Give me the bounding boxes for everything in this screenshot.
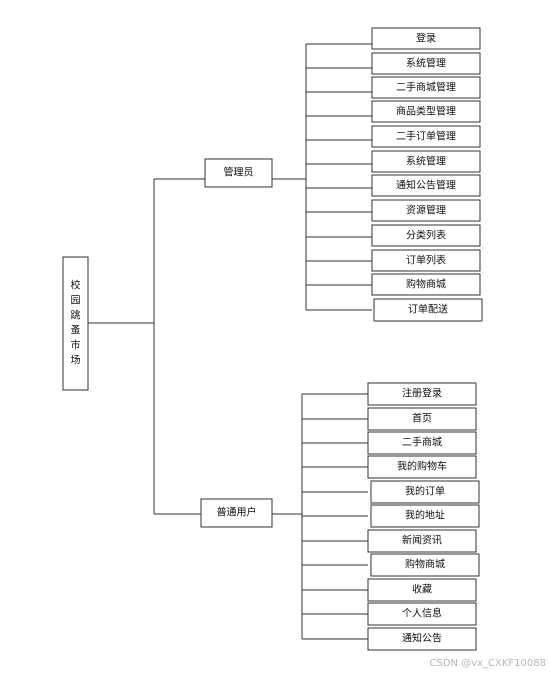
root-node-label: 校园跳蚤市场 [71,278,81,366]
root-label-char: 校 [71,278,81,291]
admin-child-node: 通知公告管理 [371,174,481,197]
user-child-label: 我的购物车 [397,460,447,473]
admin-node-box [204,158,273,188]
admin-child-box [371,27,481,50]
admin-child-node: 二手订单管理 [371,125,481,148]
admin-child-node: 订单列表 [371,249,481,272]
user-child-box [367,407,477,431]
user-children: 注册登录 首页 二手商城 我的购物车 我的订单 我的地址 新闻资讯 购物商城 [367,382,480,651]
admin-child-label: 二手订单管理 [396,130,456,143]
user-child-node: 我的订单 [370,480,480,504]
admin-child-box [371,125,481,148]
root-label-char: 跳 [71,308,81,321]
admin-child-label: 购物商城 [406,278,446,291]
user-child-box [367,578,477,602]
user-child-box [367,382,477,406]
user-child-label: 二手商城 [402,436,442,449]
admin-child-box [371,199,481,222]
root-label-char: 场 [71,353,81,366]
user-child-box [370,553,480,577]
user-child-label: 通知公告 [402,632,442,645]
admin-child-box [371,52,481,75]
root-label-char: 园 [71,294,81,306]
user-child-node: 首页 [367,407,477,431]
user-child-label: 个人信息 [402,607,442,620]
admin-child-box [371,249,481,272]
admin-node: 管理员 [204,158,273,188]
root-label-char: 蚤 [71,324,81,336]
admin-child-label: 分类列表 [406,229,446,242]
user-child-box [367,602,477,626]
user-child-label: 我的地址 [405,509,445,522]
admin-child-box [371,150,481,173]
user-child-label: 我的订单 [405,485,445,498]
root-label-char: 市 [71,338,81,351]
root-node-box [62,256,89,391]
admin-child-label: 订单列表 [406,254,446,267]
admin-child-box [371,273,481,296]
user-child-label: 首页 [412,412,432,425]
user-child-box [367,627,477,651]
user-child-box [370,504,480,528]
user-child-node: 新闻资讯 [367,529,477,553]
user-child-label: 注册登录 [402,387,442,400]
admin-child-node: 系统管理 [371,150,481,173]
admin-child-node: 二手商城管理 [371,76,481,99]
watermark: CSDN @vx_CXKF10088 [429,658,546,669]
admin-child-label: 登录 [416,32,436,45]
user-child-node: 购物商城 [370,553,480,577]
admin-child-node: 购物商城 [371,273,481,296]
admin-child-label: 商品类型管理 [396,105,456,118]
admin-child-node: 登录 [371,27,481,50]
admin-child-box [373,298,483,322]
user-child-node: 注册登录 [367,382,477,406]
admin-child-box [371,76,481,99]
admin-child-label: 系统管理 [406,155,446,168]
admin-child-label: 订单配送 [408,303,448,316]
user-child-label: 购物商城 [405,558,445,571]
admin-children: 登录 系统管理 二手商城管理 商品类型管理 二手订单管理 系统管理 通知公告管理 [371,27,483,322]
user-child-node: 个人信息 [367,602,477,626]
user-node-box [200,498,273,528]
user-node-label: 普通用户 [217,506,257,519]
user-child-box [367,431,477,455]
admin-child-label: 资源管理 [406,204,446,217]
admin-child-label: 二手商城管理 [396,81,456,94]
user-child-node: 二手商城 [367,431,477,455]
admin-child-label: 系统管理 [406,57,446,70]
admin-child-label: 通知公告管理 [396,179,456,192]
user-node: 普通用户 [200,498,273,528]
user-child-node: 我的购物车 [367,455,477,479]
user-child-box [367,529,477,553]
user-child-node: 收藏 [367,578,477,602]
admin-child-box [371,100,481,123]
admin-child-node: 系统管理 [371,52,481,75]
user-child-node: 通知公告 [367,627,477,651]
user-child-label: 收藏 [412,583,432,596]
admin-child-node: 商品类型管理 [371,100,481,123]
root-node: 校园跳蚤市场 [62,256,89,391]
admin-child-node: 资源管理 [371,199,481,222]
user-child-label: 新闻资讯 [402,534,442,547]
admin-node-label: 管理员 [224,166,254,179]
user-child-box [370,480,480,504]
admin-child-box [371,224,481,247]
admin-child-box [371,174,481,197]
admin-child-node: 分类列表 [371,224,481,247]
user-child-box [367,455,477,479]
admin-child-node: 订单配送 [373,298,483,322]
connector-lines [88,43,372,640]
user-child-node: 我的地址 [370,504,480,528]
